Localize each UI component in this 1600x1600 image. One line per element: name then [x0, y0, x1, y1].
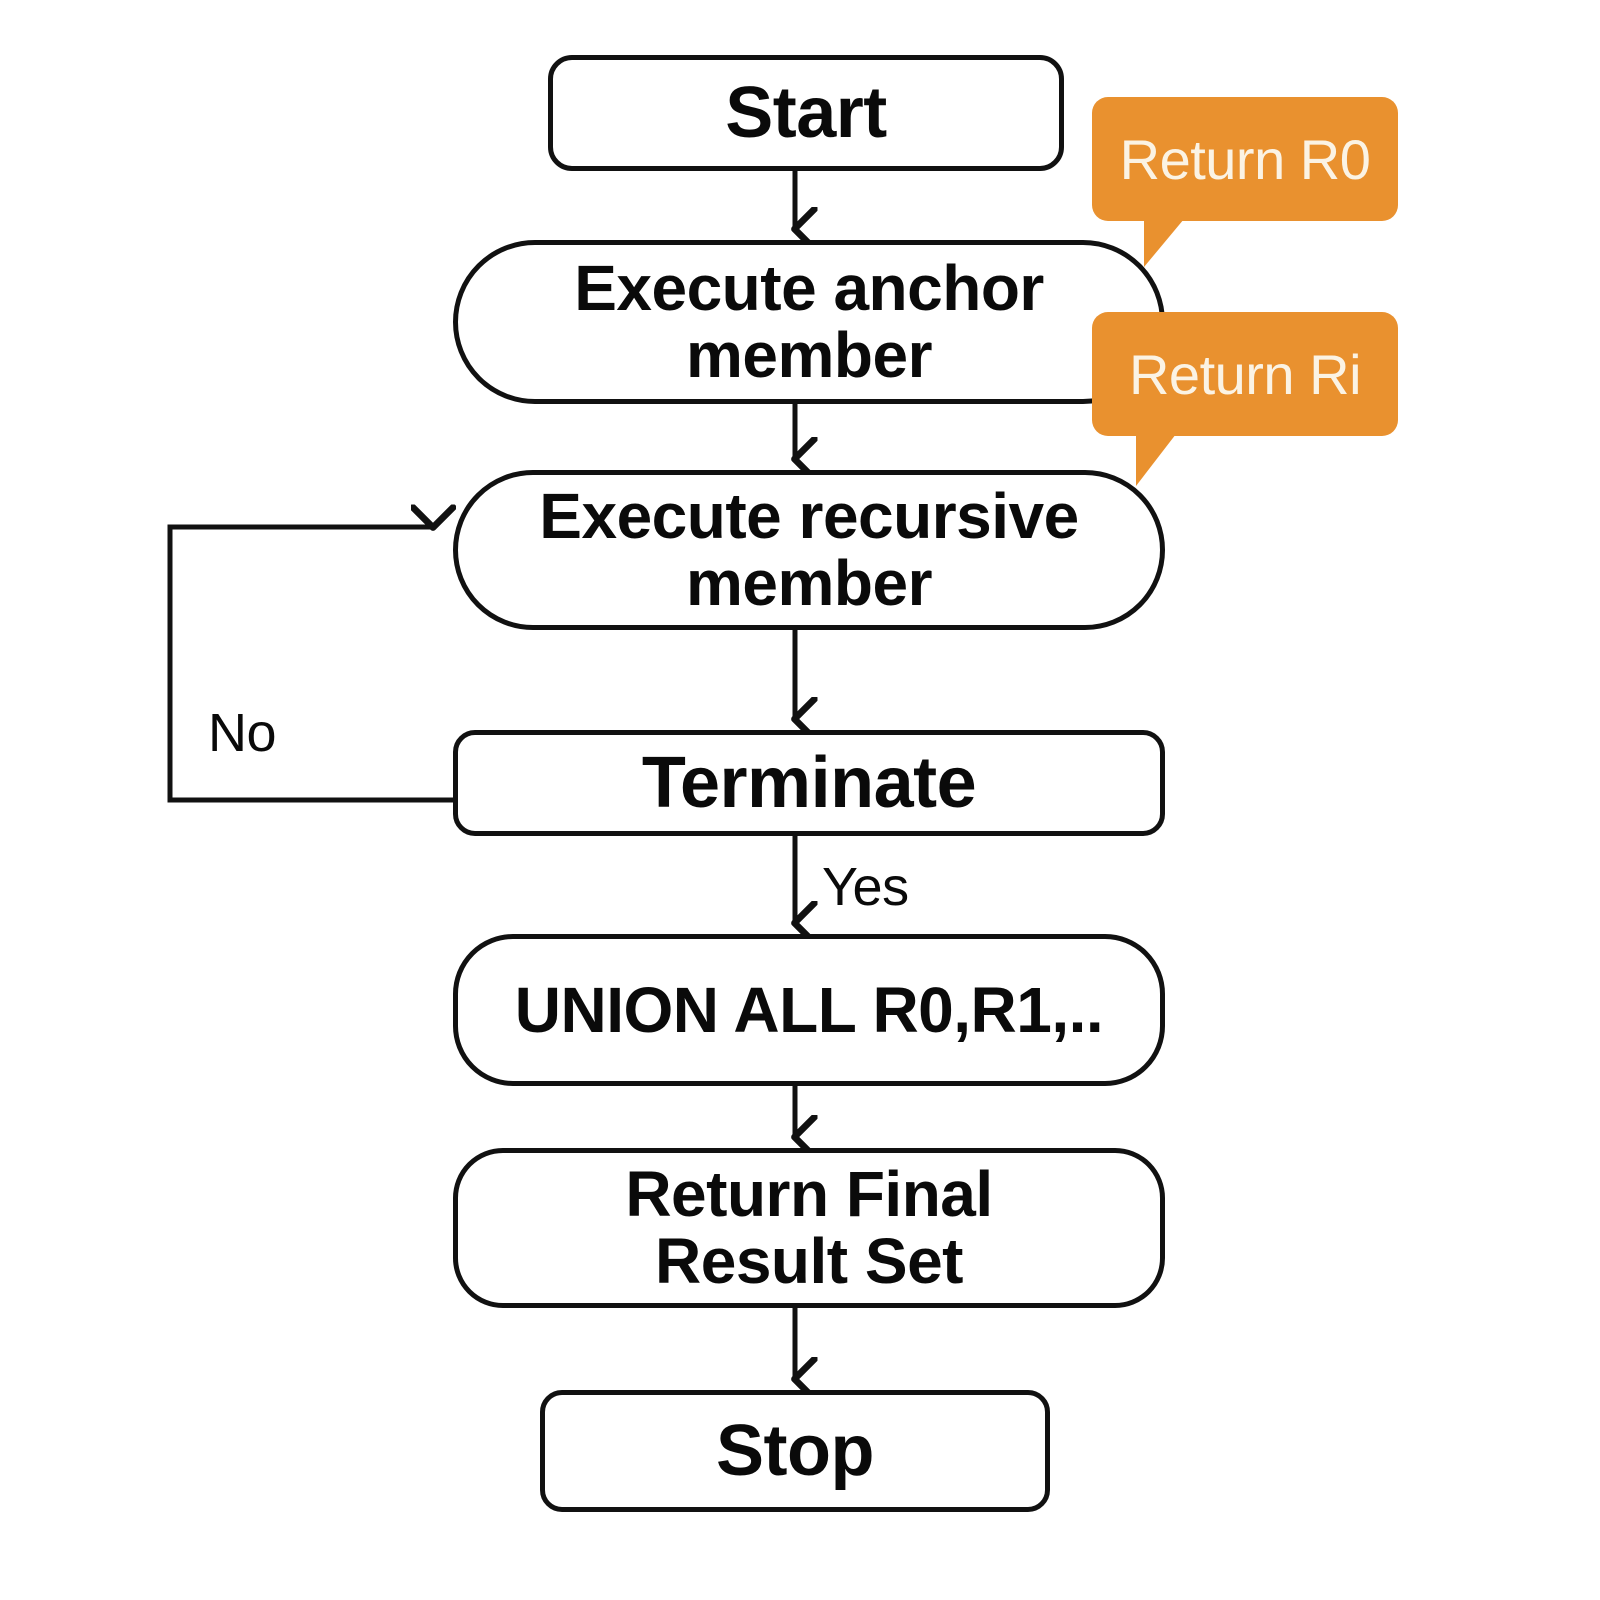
- edge-label-yes: Yes: [822, 857, 909, 917]
- node-union-all-label: UNION ALL R0,R1,..: [514, 973, 1104, 1046]
- callout-return-r0[interactable]: Return R0: [1092, 97, 1398, 267]
- callout-return-ri[interactable]: Return Ri: [1092, 312, 1398, 486]
- node-stop-label: Stop: [716, 1410, 874, 1491]
- node-stop[interactable]: Stop: [540, 1390, 1050, 1512]
- node-execute-anchor-member[interactable]: Execute anchor member: [453, 240, 1165, 404]
- callout-return-ri-label: Return Ri: [1092, 312, 1398, 436]
- node-terminate[interactable]: Terminate: [453, 730, 1165, 836]
- callout-return-r0-label: Return R0: [1092, 97, 1398, 221]
- node-execute-anchor-member-label: Execute anchor member: [574, 252, 1044, 391]
- node-execute-recursive-member[interactable]: Execute recursive member: [453, 470, 1165, 630]
- node-terminate-label: Terminate: [641, 742, 977, 823]
- callout-return-ri-tail-icon: [1136, 434, 1176, 486]
- node-union-all[interactable]: UNION ALL R0,R1,..: [453, 934, 1165, 1086]
- node-start[interactable]: Start: [548, 55, 1064, 171]
- edge-label-no: No: [208, 703, 277, 763]
- node-return-final-result-set[interactable]: Return Final Result Set: [453, 1148, 1165, 1308]
- callout-return-r0-tail-icon: [1144, 219, 1184, 267]
- node-start-label: Start: [725, 72, 887, 153]
- node-return-final-result-set-label: Return Final Result Set: [625, 1158, 993, 1297]
- node-execute-recursive-member-label: Execute recursive member: [539, 480, 1079, 619]
